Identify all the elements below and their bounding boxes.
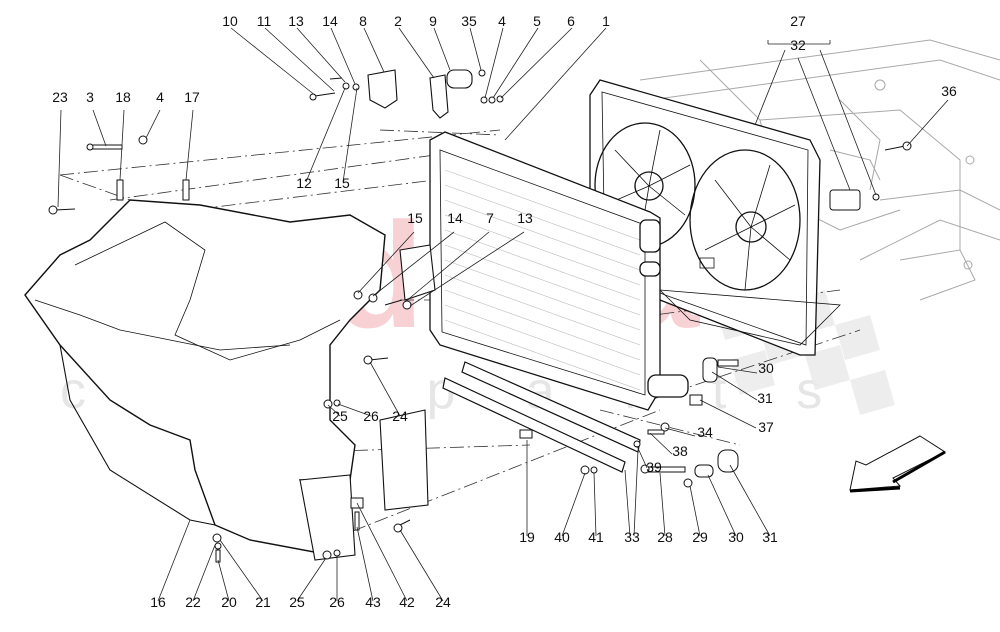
part-callout-13[interactable]: 13 [288, 13, 304, 29]
air-duct [24, 199, 386, 556]
part-callout-34[interactable]: 34 [697, 424, 713, 440]
part-callout-15[interactable]: 15 [407, 210, 423, 226]
part-callout-41[interactable]: 41 [588, 529, 604, 545]
part-callout-23[interactable]: 23 [52, 89, 68, 105]
side-brackets [299, 244, 436, 561]
part-callout-5[interactable]: 5 [533, 13, 541, 29]
part-callout-25[interactable]: 25 [289, 594, 305, 610]
part-callout-26[interactable]: 26 [329, 594, 345, 610]
part-callout-11[interactable]: 11 [256, 13, 272, 29]
part-callout-28[interactable]: 28 [657, 529, 673, 545]
part-callout-3[interactable]: 3 [86, 89, 94, 105]
part-callout-2[interactable]: 2 [394, 13, 402, 29]
mounting-rails [442, 361, 641, 473]
part-callout-32[interactable]: 32 [790, 37, 806, 53]
leader-lines [57, 27, 949, 602]
part-callout-31[interactable]: 31 [762, 529, 778, 545]
part-callout-14[interactable]: 14 [322, 13, 338, 29]
part-callout-15[interactable]: 15 [334, 175, 350, 191]
front-direction-arrow-icon [849, 435, 947, 493]
part-callout-30[interactable]: 30 [758, 360, 774, 376]
part-callout-35[interactable]: 35 [461, 13, 477, 29]
part-callout-33[interactable]: 33 [624, 529, 640, 545]
part-callout-20[interactable]: 20 [221, 594, 237, 610]
part-callout-43[interactable]: 43 [365, 594, 381, 610]
part-callout-38[interactable]: 38 [672, 443, 688, 459]
part-callout-17[interactable]: 17 [184, 89, 200, 105]
part-callout-21[interactable]: 21 [255, 594, 271, 610]
part-callout-18[interactable]: 18 [115, 89, 131, 105]
part-callout-24[interactable]: 24 [392, 408, 408, 424]
part-callout-24[interactable]: 24 [435, 594, 451, 610]
part-callout-14[interactable]: 14 [447, 210, 463, 226]
part-callout-31[interactable]: 31 [757, 390, 773, 406]
part-callout-9[interactable]: 9 [429, 13, 437, 29]
part-callout-42[interactable]: 42 [399, 594, 415, 610]
part-callout-8[interactable]: 8 [359, 13, 367, 29]
part-callout-6[interactable]: 6 [567, 13, 575, 29]
part-callout-22[interactable]: 22 [185, 594, 201, 610]
part-callout-39[interactable]: 39 [646, 459, 662, 475]
part-callout-25[interactable]: 25 [332, 408, 348, 424]
part-callout-26[interactable]: 26 [363, 408, 379, 424]
part-callout-36[interactable]: 36 [941, 83, 957, 99]
part-callout-16[interactable]: 16 [150, 594, 166, 610]
radiator [429, 131, 689, 411]
part-callout-12[interactable]: 12 [296, 175, 312, 191]
part-callout-13[interactable]: 13 [517, 210, 533, 226]
part-callout-1[interactable]: 1 [602, 13, 610, 29]
part-callout-7[interactable]: 7 [486, 210, 494, 226]
part-callout-37[interactable]: 37 [758, 419, 774, 435]
top-brackets [367, 69, 473, 119]
part-callout-40[interactable]: 40 [554, 529, 570, 545]
fasteners [48, 69, 912, 563]
part-callout-19[interactable]: 19 [519, 529, 535, 545]
part-callout-10[interactable]: 10 [222, 13, 238, 29]
part-callout-30[interactable]: 30 [728, 529, 744, 545]
part-callout-4[interactable]: 4 [156, 89, 164, 105]
part-callout-29[interactable]: 29 [692, 529, 708, 545]
part-callout-4[interactable]: 4 [498, 13, 506, 29]
part-callout-27[interactable]: 27 [790, 13, 806, 29]
